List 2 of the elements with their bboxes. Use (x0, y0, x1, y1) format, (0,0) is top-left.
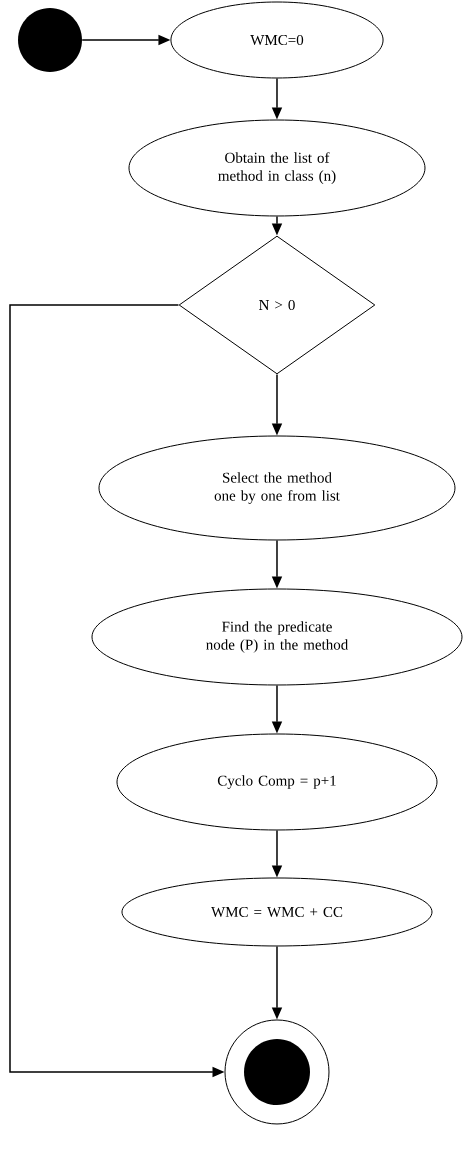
start-circle (18, 8, 82, 72)
end-circle (224, 1019, 330, 1125)
